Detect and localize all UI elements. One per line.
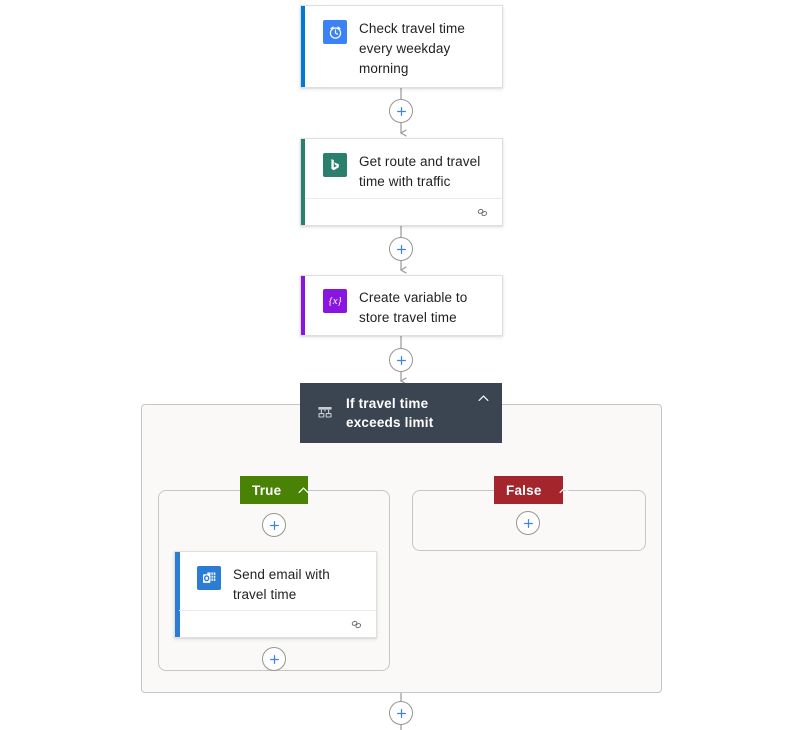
card-header: Check travel time every weekday morning	[301, 6, 502, 87]
card-footer	[179, 610, 376, 637]
plus-icon	[523, 518, 533, 528]
card-header: {x} Create variable to store travel time	[301, 276, 502, 335]
add-step-in-true-branch[interactable]	[262, 513, 286, 537]
clock-icon	[323, 20, 347, 44]
plus-icon	[396, 355, 406, 365]
variable-icon: {x}	[323, 289, 347, 313]
link-chain-icon[interactable]	[350, 618, 363, 631]
plus-icon	[396, 244, 406, 254]
true-branch-label[interactable]: True	[240, 476, 310, 504]
card-header: Send email with travel time	[175, 552, 376, 618]
card-title: Create variable to store travel time	[359, 290, 468, 325]
card-header: Get route and travel time with traffic	[301, 139, 502, 205]
get-route-and-travel-time-action[interactable]: Get route and travel time with traffic	[300, 138, 503, 226]
add-step-after-trigger[interactable]	[389, 99, 413, 123]
outlook-icon	[197, 566, 221, 590]
add-step-in-false-branch[interactable]	[516, 511, 540, 535]
link-chain-icon[interactable]	[476, 206, 489, 219]
add-step-after-condition[interactable]	[389, 701, 413, 725]
plus-icon	[396, 106, 406, 116]
false-branch-label[interactable]: False	[494, 476, 570, 504]
plus-icon	[269, 520, 279, 530]
add-step-after-variable[interactable]	[389, 348, 413, 372]
card-title: Send email with travel time	[233, 567, 330, 602]
chevron-up-icon[interactable]	[474, 389, 492, 407]
branch-label-text: True	[252, 482, 282, 498]
condition-branch-icon	[314, 402, 336, 424]
plus-icon	[396, 708, 406, 718]
send-email-action[interactable]: Send email with travel time	[174, 551, 377, 638]
chevron-up-icon[interactable]	[297, 484, 310, 497]
branch-label-text: False	[506, 482, 542, 498]
card-title: Get route and travel time with traffic	[359, 154, 481, 189]
add-step-after-email[interactable]	[262, 647, 286, 671]
card-title: Check travel time every weekday morning	[359, 21, 465, 76]
card-accent-bar	[301, 139, 305, 225]
condition-title: If travel time exceeds limit	[346, 396, 434, 430]
create-variable-action[interactable]: {x} Create variable to store travel time	[300, 275, 503, 336]
check-travel-time-trigger[interactable]: Check travel time every weekday morning	[300, 5, 503, 88]
card-accent-bar	[175, 552, 180, 637]
bing-maps-icon	[323, 153, 347, 177]
card-accent-bar	[301, 6, 305, 87]
if-travel-time-exceeds-limit-condition[interactable]: If travel time exceeds limit	[300, 383, 502, 443]
plus-icon	[269, 654, 279, 664]
chevron-up-icon[interactable]	[558, 484, 571, 497]
card-accent-bar	[301, 276, 305, 335]
card-footer	[305, 198, 502, 225]
add-step-after-route[interactable]	[389, 237, 413, 261]
